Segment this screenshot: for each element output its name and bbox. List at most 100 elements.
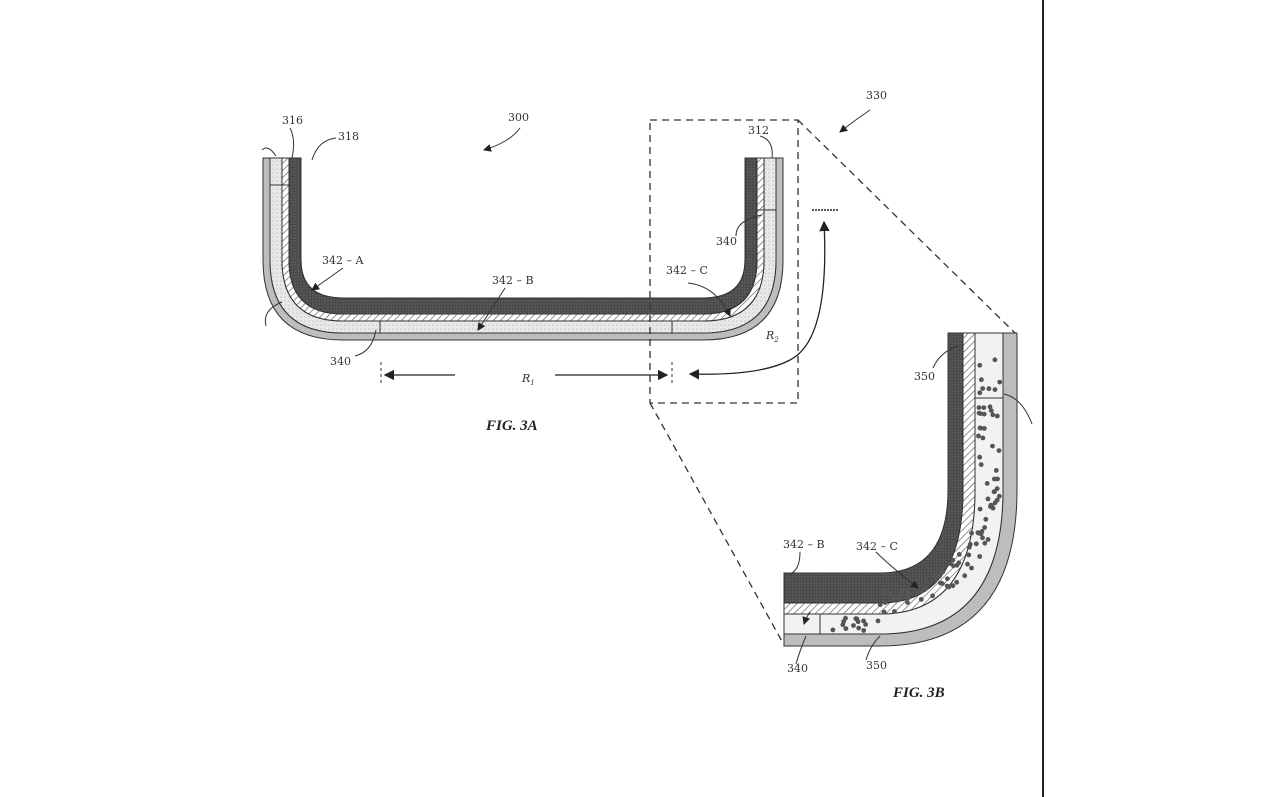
particle-dot <box>977 554 983 559</box>
particles-350 <box>830 357 1003 633</box>
leader-340-detail <box>795 635 807 665</box>
label-340-detail: 340 <box>787 662 808 675</box>
caption-fig-3a: FIG. 3A <box>485 418 538 434</box>
arrow-330 <box>839 109 871 133</box>
r2-arrow-left <box>688 359 791 380</box>
particle-dot <box>918 597 924 602</box>
particle-dot <box>843 626 849 631</box>
particle-dot <box>911 585 916 591</box>
leader-350-top <box>932 345 959 369</box>
particle-dot <box>981 405 987 410</box>
particle-dot <box>994 497 1000 503</box>
particle-dot <box>951 563 956 569</box>
detail-dark-layer <box>783 332 964 604</box>
particle-dot <box>988 408 994 413</box>
particle-dot <box>882 600 888 605</box>
particle-dot <box>976 433 981 439</box>
particle-dot <box>939 569 944 575</box>
particle-dot <box>899 589 905 595</box>
particle-dot <box>980 435 986 441</box>
particle-dot <box>997 379 1003 385</box>
particle-dot <box>905 595 911 601</box>
particle-dot <box>990 443 995 449</box>
particle-dot <box>985 537 991 542</box>
particle-dot <box>914 590 920 596</box>
particle-dot <box>992 489 997 495</box>
particle-dot <box>996 448 1002 453</box>
leader-342b-detail <box>789 551 801 575</box>
particle-dot <box>996 493 1002 499</box>
particle-dot <box>950 583 956 589</box>
dark-layer <box>288 157 758 315</box>
particle-dot <box>981 426 987 431</box>
particle-dot <box>954 579 960 585</box>
particle-dot <box>986 386 992 392</box>
particle-dot <box>980 535 985 541</box>
r2-arrow-up <box>789 220 830 361</box>
particle-dot <box>861 628 867 633</box>
particle-dot <box>937 573 943 579</box>
particle-dot <box>954 562 960 568</box>
label-342c-detail: 342 – C <box>856 540 898 553</box>
particle-dot <box>994 486 1000 491</box>
particle-dot <box>982 540 988 546</box>
fig-3a-housing <box>262 157 784 341</box>
label-342a: 342 – A <box>322 254 364 267</box>
label-350-bottom: 350 <box>866 659 887 672</box>
particle-dot <box>976 410 982 416</box>
particle-dot <box>992 357 998 363</box>
particle-dot <box>980 386 986 391</box>
arrow-342a <box>311 267 344 291</box>
arrow-300 <box>483 127 521 152</box>
arrow-342b <box>477 287 506 331</box>
hatched-layer <box>281 157 765 322</box>
particle-dot <box>981 411 987 417</box>
leader-right-side <box>1003 393 1033 425</box>
particle-dot <box>993 468 999 473</box>
detail-hatched-layer <box>783 332 976 615</box>
caption-fig-3b: FIG. 3B <box>892 685 945 701</box>
particle-dot <box>856 625 862 631</box>
particle-dot <box>851 623 856 628</box>
particle-dot <box>877 602 883 608</box>
label-342b-detail: 342 – B <box>783 538 825 551</box>
particle-dot <box>985 496 991 502</box>
particle-dot <box>982 525 987 530</box>
particle-dot <box>907 591 913 597</box>
particle-dot <box>840 622 846 628</box>
particle-dot <box>962 573 968 579</box>
leader-340-top <box>735 214 763 237</box>
particle-dot <box>956 552 962 557</box>
particle-dot <box>895 595 901 601</box>
particle-dot <box>976 405 982 410</box>
particle-dot <box>973 541 979 547</box>
particle-dot <box>994 413 1000 419</box>
particle-dot <box>930 593 935 599</box>
particle-dot <box>969 530 974 536</box>
particle-dot <box>969 565 974 571</box>
particle-dot <box>888 591 894 597</box>
fig-3b-detail <box>783 332 1018 647</box>
leader-350-bottom <box>865 635 881 661</box>
label-342b: 342 – B <box>492 274 534 287</box>
particle-dot <box>881 609 887 615</box>
particle-dot <box>932 574 937 579</box>
label-312: 312 <box>748 124 769 137</box>
particle-dot <box>950 557 956 563</box>
particle-dot <box>923 585 929 591</box>
label-r1: R1 <box>521 372 535 387</box>
particle-dot <box>965 561 970 567</box>
leader-bottom-left <box>264 301 283 327</box>
arrow-342c <box>687 282 731 317</box>
label-330: 330 <box>866 89 887 102</box>
particle-dot <box>977 454 983 460</box>
label-316: 316 <box>282 114 303 127</box>
particle-dot <box>978 462 984 467</box>
particle-dot <box>977 362 983 368</box>
particle-dot <box>989 504 995 509</box>
label-300: 300 <box>508 111 529 124</box>
particle-dot <box>861 618 866 624</box>
particle-dot <box>853 616 859 622</box>
label-318: 318 <box>338 130 359 143</box>
